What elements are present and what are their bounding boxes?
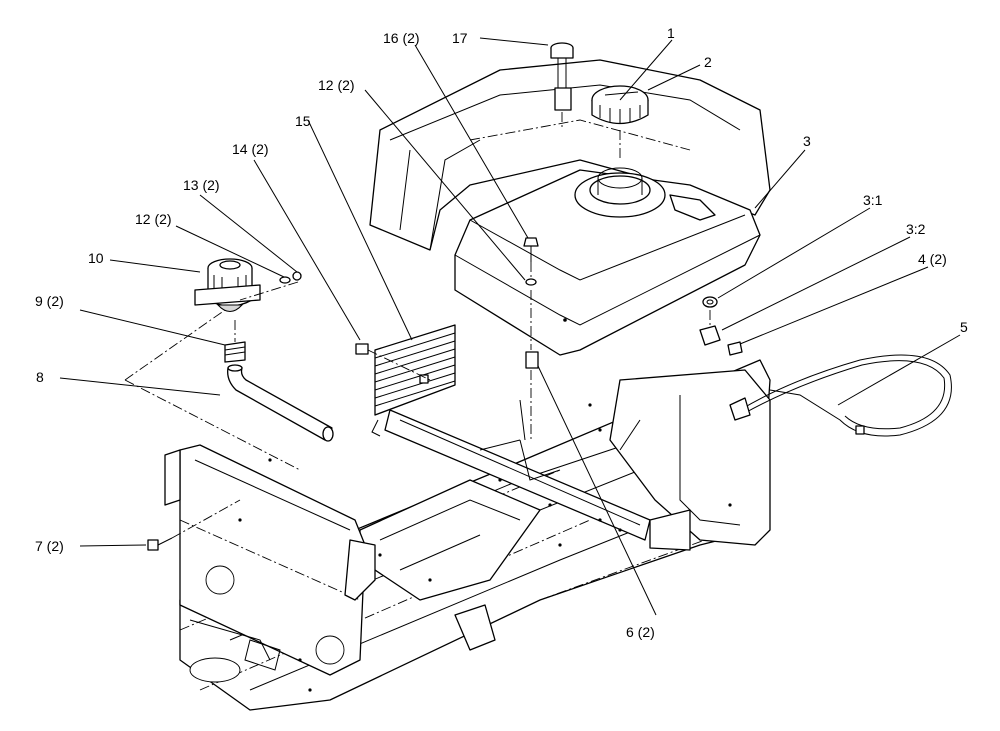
callout-17: 17: [452, 30, 468, 46]
callout-3: 3: [803, 133, 811, 149]
callout-6: 6 (2): [626, 624, 655, 640]
leader-lines: [59, 37, 961, 616]
chassis-frame: [164, 359, 771, 711]
cooling-screen: [355, 324, 456, 437]
bolt-7: [147, 537, 173, 551]
fuel-line: [729, 354, 952, 437]
fuel-pump: [194, 258, 302, 312]
assembly-lines: [124, 281, 431, 539]
callout-labels: 17 16 (2) 1 2 12 (2) 3 15 14 (2) 3:1 13 …: [35, 25, 968, 640]
tank-mount-hardware: [523, 237, 539, 440]
callout-5: 5: [960, 319, 968, 335]
fuel-gauge: [550, 42, 574, 130]
callout-12-top: 12 (2): [318, 77, 355, 93]
callout-12-left: 12 (2): [135, 211, 172, 227]
callout-10: 10: [88, 250, 104, 266]
callout-13: 13 (2): [183, 177, 220, 193]
callout-7: 7 (2): [35, 538, 64, 554]
callout-9: 9 (2): [35, 293, 64, 309]
callout-4: 4 (2): [918, 251, 947, 267]
callout-2: 2: [704, 54, 712, 70]
callout-14: 14 (2): [232, 141, 269, 157]
callout-3-2: 3:2: [906, 221, 926, 237]
fuel-fittings: [699, 296, 743, 356]
callout-1: 1: [667, 25, 675, 41]
body-shroud: [369, 59, 771, 251]
hose-and-clamps: [224, 341, 334, 442]
callout-16: 16 (2): [383, 30, 420, 46]
callout-15: 15: [295, 113, 311, 129]
callout-3-1: 3:1: [863, 192, 883, 208]
callout-8: 8: [36, 369, 44, 385]
